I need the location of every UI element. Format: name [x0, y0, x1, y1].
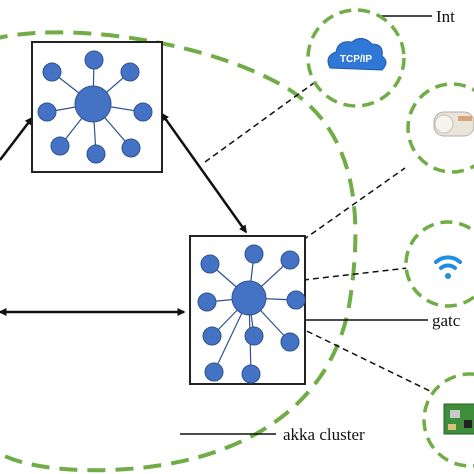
leaf-node — [280, 332, 300, 352]
dashed-link-tcp — [204, 79, 319, 163]
gateway-device — [404, 220, 474, 308]
internet-label: Int — [436, 7, 455, 26]
dashed-link-wifi — [302, 267, 409, 281]
circuit-board-icon — [443, 403, 474, 435]
cluster-node-bottom — [189, 235, 306, 385]
left-arrow-top — [0, 116, 33, 161]
leaf-node — [84, 50, 104, 70]
internet-device: TCP/IP — [306, 8, 406, 108]
leaf-node — [86, 144, 106, 164]
leaf-node — [202, 326, 222, 346]
leaf-node — [121, 138, 141, 158]
tcp-ip-text: TCP/IP — [340, 54, 373, 65]
sensor-device-icon — [433, 111, 474, 137]
cloud-icon: TCP/IP — [327, 38, 387, 71]
cluster-label: akka cluster — [283, 425, 365, 444]
sensor-device — [406, 82, 474, 174]
wifi-icon — [434, 255, 462, 279]
gateway-label: gatc — [432, 311, 461, 330]
leaf-node — [241, 364, 261, 384]
dashed-link-sensor — [302, 167, 406, 241]
leaf-node — [42, 62, 62, 82]
leaf-node — [120, 62, 140, 82]
leaf-node — [197, 292, 217, 312]
leaf-node — [133, 102, 153, 122]
hub-node — [231, 280, 267, 316]
akka-cluster-boundary — [0, 30, 358, 473]
leaf-node — [280, 250, 300, 270]
cluster-node-top — [31, 41, 163, 173]
leaf-node — [286, 290, 306, 310]
node-link-arrow — [160, 112, 248, 234]
leaf-node — [244, 326, 264, 346]
leaf-node — [244, 244, 264, 264]
leaf-node — [204, 362, 224, 382]
hub-node — [74, 85, 112, 123]
leaf-node — [50, 136, 70, 156]
leaf-node — [200, 254, 220, 274]
dashed-link-board — [279, 317, 433, 393]
leaf-node — [37, 102, 57, 122]
board-device — [422, 372, 474, 468]
